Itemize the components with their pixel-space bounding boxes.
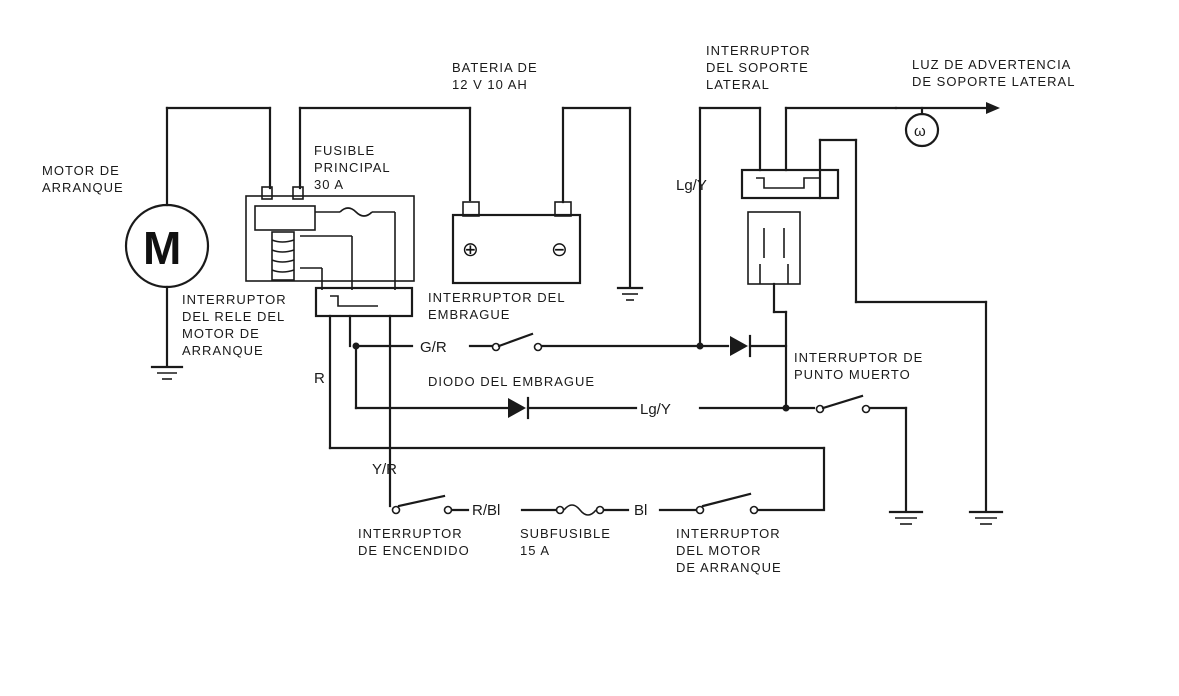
label-interruptor-soporte-lateral: INTERRUPTOR DEL SOPORTE LATERAL: [706, 43, 815, 92]
label-interruptor-motor-arranque: INTERRUPTOR DEL MOTOR DE ARRANQUE: [676, 526, 785, 575]
starter-relay: [245, 106, 472, 318]
label-interruptor-rele: INTERRUPTOR DEL RELE DEL MOTOR DE ARRANQ…: [182, 292, 291, 358]
label-diodo-embrague: DIODO DEL EMBRAGUE: [428, 374, 595, 389]
wire-label-yr: Y/R: [372, 461, 397, 478]
warning-lamp: ω: [894, 102, 1000, 148]
ground-icon: [968, 510, 1004, 525]
neutral-switch-icon: [821, 394, 864, 410]
relay-switch-box: [314, 286, 414, 318]
label-bateria: BATERIA DE 12 V 10 AH: [452, 60, 542, 92]
ground-icon: [616, 286, 644, 301]
label-motor-arranque: MOTOR DE ARRANQUE: [42, 163, 124, 195]
motor-symbol: M: [143, 222, 181, 274]
subfuse-icon: [563, 504, 597, 516]
label-luz-advertencia: LUZ DE ADVERTENCIA DE SOPORTE LATERAL: [912, 57, 1075, 89]
label-subfusible: SUBFUSIBLE 15 A: [520, 526, 616, 558]
ignition-line: [391, 492, 826, 516]
wire-label-gr: G/R: [420, 339, 447, 356]
label-fusible-principal: FUSIBLE PRINCIPAL 30 A: [314, 143, 395, 192]
ground-icon: [150, 365, 184, 380]
label-interruptor-punto-muerto: INTERRUPTOR DE PUNTO MUERTO: [794, 350, 928, 382]
starter-switch-icon: [701, 492, 752, 508]
diode-icon: [508, 398, 526, 418]
label-interruptor-embrague: INTERRUPTOR DEL EMBRAGUE: [428, 290, 570, 322]
clutch-diode-line: [354, 394, 908, 512]
wire-label-bl: Bl: [634, 502, 647, 519]
wire-label-lgy: Lg/Y: [676, 177, 707, 194]
wire-label-r: R: [314, 370, 325, 387]
wire-label-rbl: R/Bl: [472, 502, 500, 519]
minus-icon: ⊖: [551, 239, 568, 261]
fuse-icon: [339, 207, 373, 217]
diode-icon: [730, 336, 748, 356]
clutch-switch-line: [348, 106, 788, 410]
clutch-switch-icon: [497, 332, 534, 348]
plus-icon: ⊕: [462, 239, 479, 261]
battery: ⊕ ⊖: [451, 106, 644, 301]
label-interruptor-encendido: INTERRUPTOR DE ENCENDIDO: [358, 526, 470, 558]
starter-motor: M: [124, 106, 272, 380]
svg-text:ω: ω: [914, 123, 926, 140]
wire-label-lgy: Lg/Y: [640, 401, 671, 418]
ignition-switch-icon: [397, 494, 446, 508]
side-stand-switch: [698, 106, 988, 512]
ground-icon: [888, 510, 924, 525]
